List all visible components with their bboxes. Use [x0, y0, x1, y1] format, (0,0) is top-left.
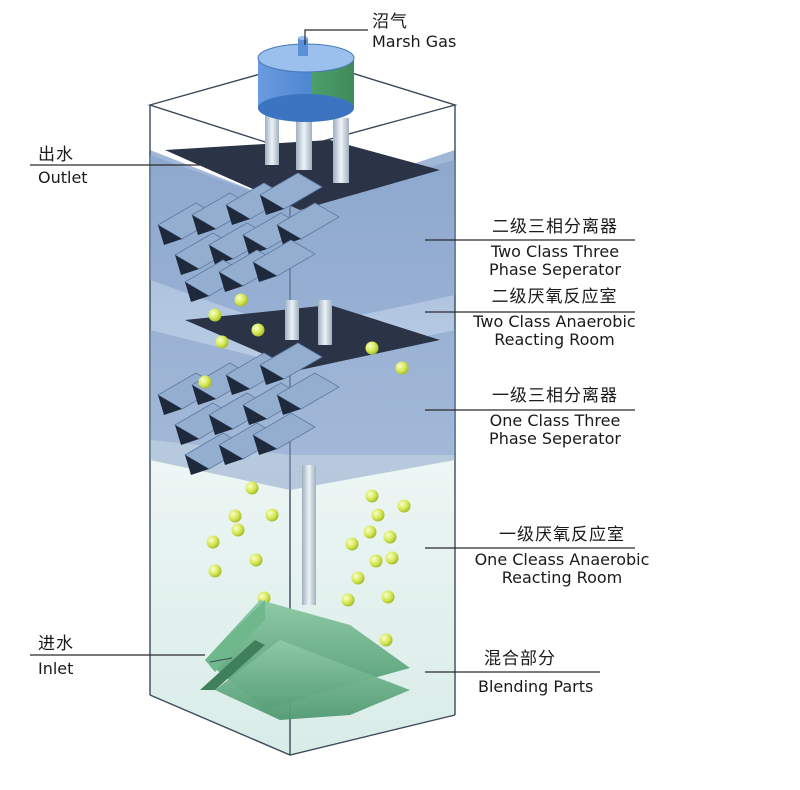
blending-en: Blending Parts	[478, 678, 593, 696]
gas-bubble	[235, 294, 248, 307]
gas-bubble	[386, 552, 399, 565]
gas-bubble	[229, 510, 242, 523]
outlet-label: 出水 Outlet	[38, 146, 88, 187]
one-class-room-en-2: Reacting Room	[462, 569, 662, 587]
gas-bubble	[266, 509, 279, 522]
gas-bubble	[207, 536, 220, 549]
marsh-gas-label: 沼气 Marsh Gas	[372, 13, 456, 51]
inlet-label: 进水 Inlet	[38, 635, 74, 678]
one-class-room-en-1: One Cleass Anaerobic	[462, 551, 662, 569]
one-class-separator-zh: 一级三相分离器	[470, 387, 640, 407]
marsh-gas-en: Marsh Gas	[372, 33, 456, 51]
outlet-en: Outlet	[38, 169, 88, 187]
two-class-room-label: 二级厌氧反应室 Two Class Anaerobic Reacting Roo…	[462, 288, 647, 349]
gas-bubble	[209, 565, 222, 578]
one-class-separator-label: 一级三相分离器 One Class Three Phase Seperator	[470, 387, 640, 448]
gas-bubble	[370, 555, 383, 568]
gas-bubble	[382, 591, 395, 604]
gas-bubble	[216, 336, 229, 349]
blending-zh: 混合部分	[478, 650, 593, 670]
two-class-room-en-1: Two Class Anaerobic	[462, 313, 647, 331]
gas-bubble	[364, 526, 377, 539]
two-class-room-zh: 二级厌氧反应室	[462, 288, 647, 308]
gas-bubble	[346, 538, 359, 551]
gas-bubble	[380, 634, 393, 647]
gas-bubble	[250, 554, 263, 567]
inlet-en: Inlet	[38, 660, 74, 678]
gas-bubble	[366, 342, 379, 355]
gas-bubble	[232, 524, 245, 537]
one-class-separator-en-2: Phase Seperator	[470, 430, 640, 448]
two-class-separator-zh: 二级三相分离器	[470, 218, 640, 238]
two-class-separator-en-2: Phase Seperator	[470, 261, 640, 279]
marsh-gas-zh: 沼气	[372, 13, 456, 33]
two-class-room-en-2: Reacting Room	[462, 331, 647, 349]
blending-label: 混合部分 Blending Parts	[478, 650, 593, 696]
two-class-separator-label: 二级三相分离器 Two Class Three Phase Seperator	[470, 218, 640, 279]
one-class-separator-en-1: One Class Three	[470, 412, 640, 430]
outlet-zh: 出水	[38, 146, 88, 166]
gas-bubble	[209, 309, 222, 322]
inlet-zh: 进水	[38, 635, 74, 655]
gas-bubble	[396, 362, 409, 375]
gas-cap	[258, 36, 354, 122]
gas-bubble	[372, 509, 385, 522]
one-class-room-label: 一级厌氧反应室 One Cleass Anaerobic Reacting Ro…	[462, 526, 662, 587]
gas-bubble	[199, 376, 212, 389]
gas-bubble	[366, 490, 379, 503]
gas-bubble	[342, 594, 355, 607]
two-class-separator-en-1: Two Class Three	[470, 243, 640, 261]
gas-bubble	[384, 531, 397, 544]
one-class-room-zh: 一级厌氧反应室	[462, 526, 662, 546]
gas-bubble	[246, 482, 259, 495]
gas-bubble	[398, 500, 411, 513]
gas-bubble	[252, 324, 265, 337]
gas-bubble	[352, 572, 365, 585]
